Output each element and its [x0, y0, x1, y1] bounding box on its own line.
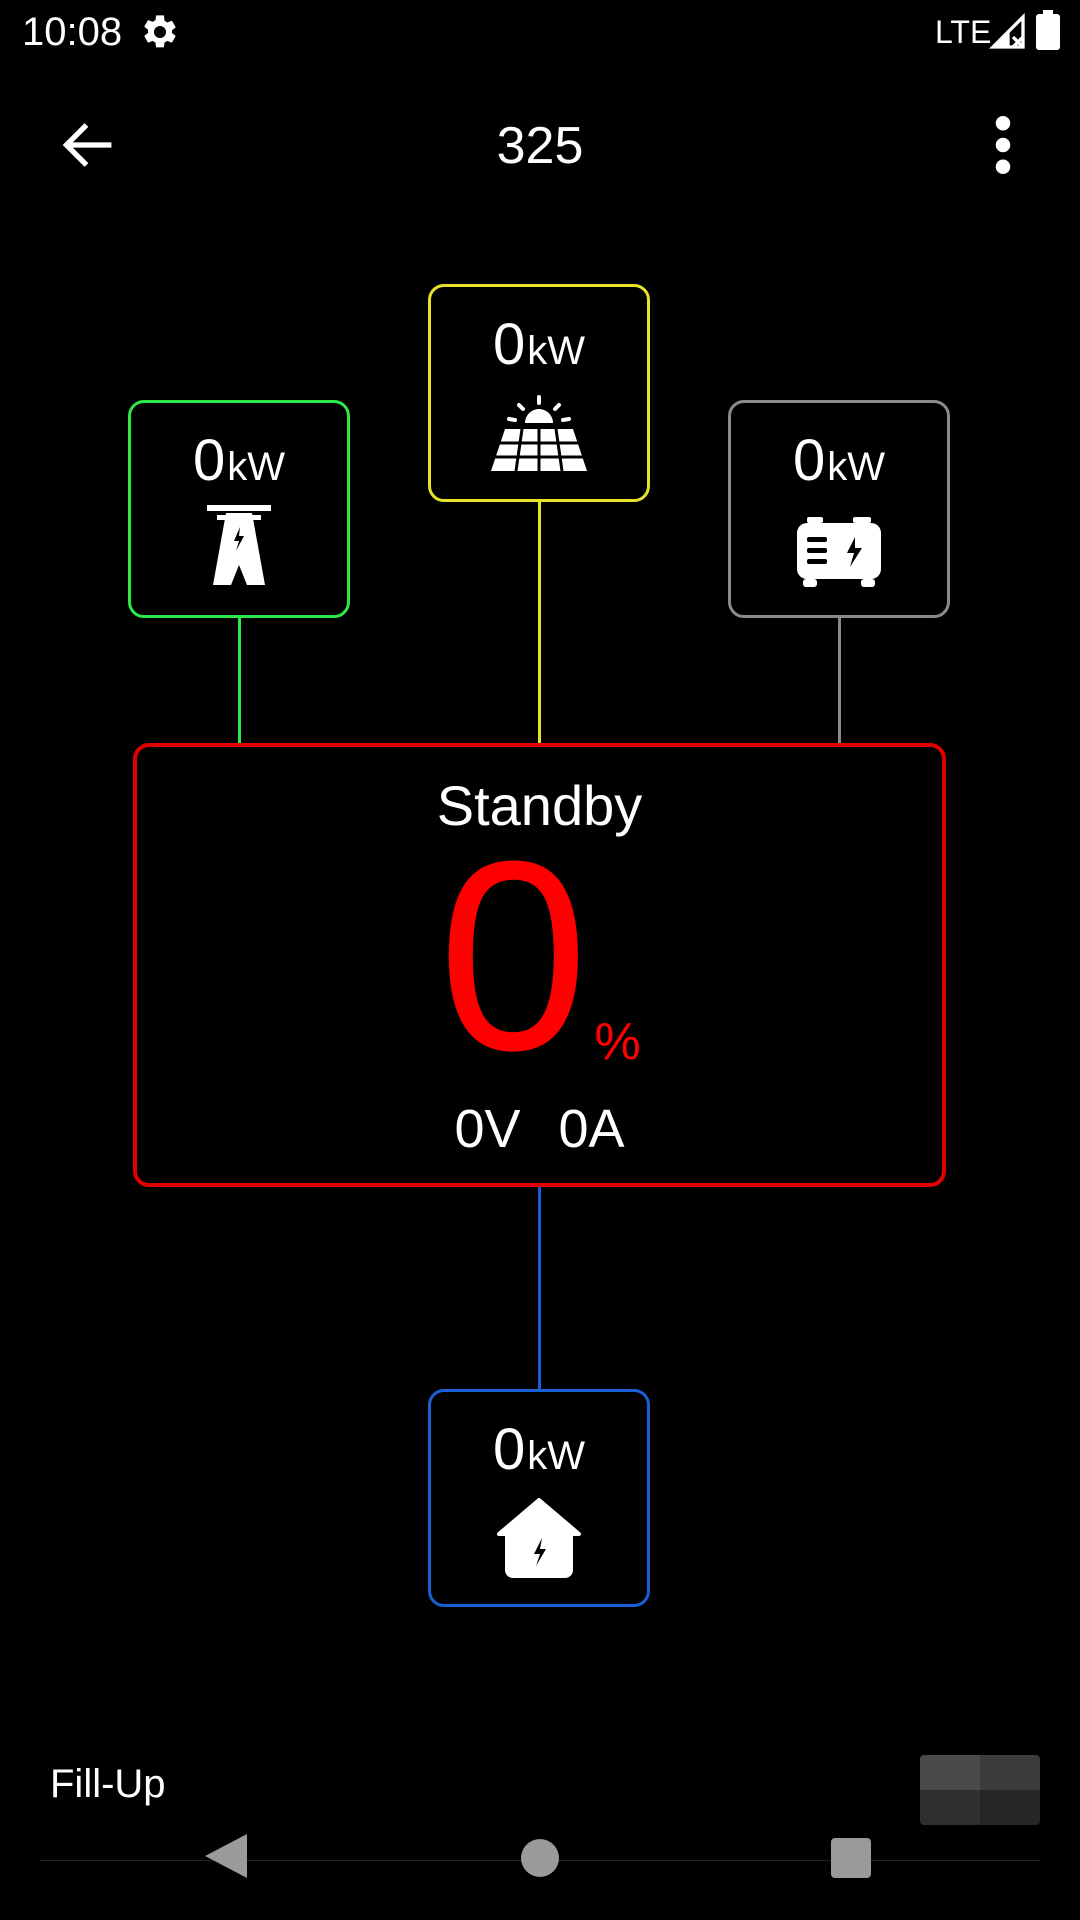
battery-percent-value: 0 [438, 806, 589, 1107]
grid-node[interactable]: 0kW [128, 400, 350, 618]
inverter-panel[interactable]: Standby 0% 0V 0A [133, 743, 946, 1187]
signal-icon [988, 12, 1025, 49]
status-time: 10:08 [22, 10, 123, 54]
battery-percent: 0% [137, 822, 942, 1155]
load-line [538, 1185, 541, 1391]
generator-icon [797, 517, 881, 587]
solar-line [538, 500, 541, 745]
generator-power-number: 0 [792, 428, 826, 493]
page-title: 325 [496, 117, 584, 175]
inverter-status: Standby [436, 774, 643, 837]
generator-power-unit: kW [827, 445, 886, 489]
inverter-readings: 0V 0A [137, 1097, 942, 1161]
solar-power-value: 0kW [431, 313, 647, 392]
grid-line [238, 616, 241, 745]
nav-recent-icon[interactable] [831, 1838, 871, 1878]
thumbnail-preview[interactable] [920, 1755, 1040, 1825]
more-vert-icon[interactable] [990, 116, 1016, 174]
battery-current: 0A [558, 1099, 625, 1159]
fill-up-label[interactable]: Fill-Up [50, 1762, 166, 1806]
gear-icon [144, 15, 176, 48]
generator-power-value: 0kW [731, 429, 947, 508]
load-power-unit: kW [527, 1434, 586, 1478]
solar-panel-icon [491, 395, 587, 472]
home-power-icon [497, 1498, 581, 1578]
nav-home-icon[interactable] [520, 1838, 560, 1878]
battery-voltage: 0V [454, 1099, 521, 1159]
load-power-value: 0kW [431, 1418, 647, 1497]
solar-node[interactable]: 0kW [428, 284, 650, 502]
solar-power-unit: kW [527, 329, 586, 373]
nav-back-icon[interactable] [205, 1834, 247, 1878]
power-tower-icon [207, 505, 271, 585]
grid-power-value: 0kW [131, 429, 347, 508]
network-type: LTE [935, 14, 992, 50]
battery-icon [1036, 10, 1060, 50]
load-node[interactable]: 0kW [428, 1389, 650, 1607]
arrow-back-icon[interactable] [56, 116, 118, 174]
grid-power-number: 0 [192, 428, 226, 493]
solar-power-number: 0 [492, 312, 526, 377]
grid-power-unit: kW [227, 445, 286, 489]
generator-line [838, 616, 841, 745]
generator-node[interactable]: 0kW [728, 400, 950, 618]
battery-percent-sign: % [594, 1013, 641, 1071]
load-power-number: 0 [492, 1417, 526, 1482]
